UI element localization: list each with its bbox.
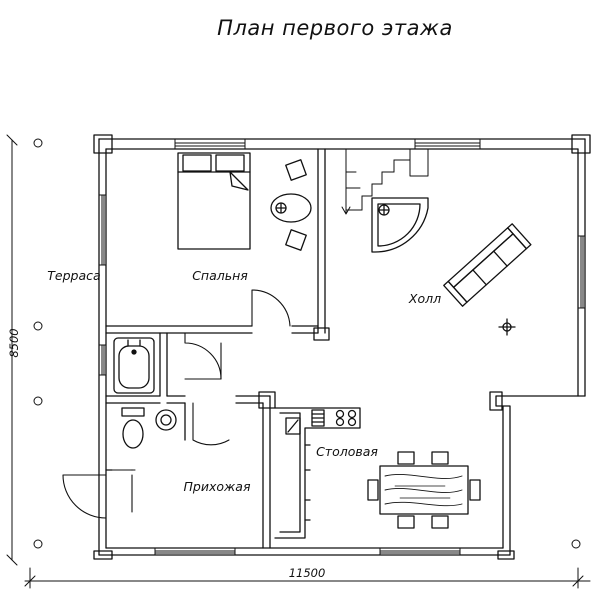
- bed: [177, 152, 251, 250]
- interior-walls: [105, 148, 330, 549]
- room-label-entry: Прихожая: [184, 479, 251, 494]
- grid-markers: [33, 138, 581, 549]
- washbasin: [155, 409, 177, 431]
- bathtub: [113, 337, 155, 394]
- room-label-bedroom: Спальня: [192, 268, 248, 283]
- room-label-terrace: Терраса: [47, 268, 100, 283]
- fireplace: [371, 197, 429, 253]
- dimension-lines: [6, 134, 591, 589]
- dimension-height-label: 8500: [7, 328, 21, 357]
- dimension-width-label: 11500: [289, 566, 326, 580]
- room-label-hall: Холл: [408, 291, 441, 306]
- stairs: [341, 148, 429, 215]
- toilet: [121, 407, 145, 449]
- outer-walls: [93, 134, 591, 560]
- dining-table: [367, 451, 481, 529]
- sofa: [443, 223, 532, 307]
- kitchen-counter: [274, 407, 361, 539]
- doors: [62, 289, 291, 519]
- windows: [98, 138, 586, 556]
- plan-title: План первого этажа: [217, 16, 453, 40]
- bedroom-table-set: [270, 159, 312, 251]
- ceiling-light-mark: [498, 318, 516, 336]
- room-label-dining: Столовая: [316, 444, 378, 459]
